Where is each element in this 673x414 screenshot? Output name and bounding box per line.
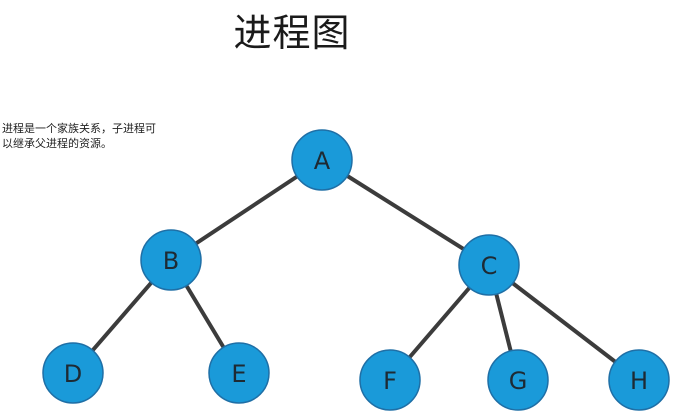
node-circle-e [208,342,270,404]
node-label-g: G [509,367,528,395]
node-circle-c [458,234,520,296]
node-f: F [359,349,421,411]
node-circle-g [487,349,549,411]
node-a: A [291,129,353,191]
node-label-h: H [630,367,648,395]
node-d: D [42,342,104,404]
node-label-e: E [231,360,246,388]
node-circle-b [140,229,202,291]
node-h: H [608,349,670,411]
node-c: C [458,234,520,296]
node-b: B [140,229,202,291]
node-label-a: A [314,147,331,175]
node-circle-a [291,129,353,191]
node-label-b: B [163,247,179,275]
node-circle-h [608,349,670,411]
node-circle-f [359,349,421,411]
nodes-layer: A B C D E F G H [42,129,670,411]
node-circle-d [42,342,104,404]
edge-c-h [487,263,641,382]
node-label-d: D [64,360,82,388]
node-g: G [487,349,549,411]
node-label-c: C [481,252,498,280]
page-title: 进程图 [233,11,351,55]
node-e: E [208,342,270,404]
description-note: 进程是一个家族关系，子进程可以继承父进程的资源。 [2,122,156,150]
edge-a-c [320,158,491,267]
node-label-f: F [383,367,397,395]
